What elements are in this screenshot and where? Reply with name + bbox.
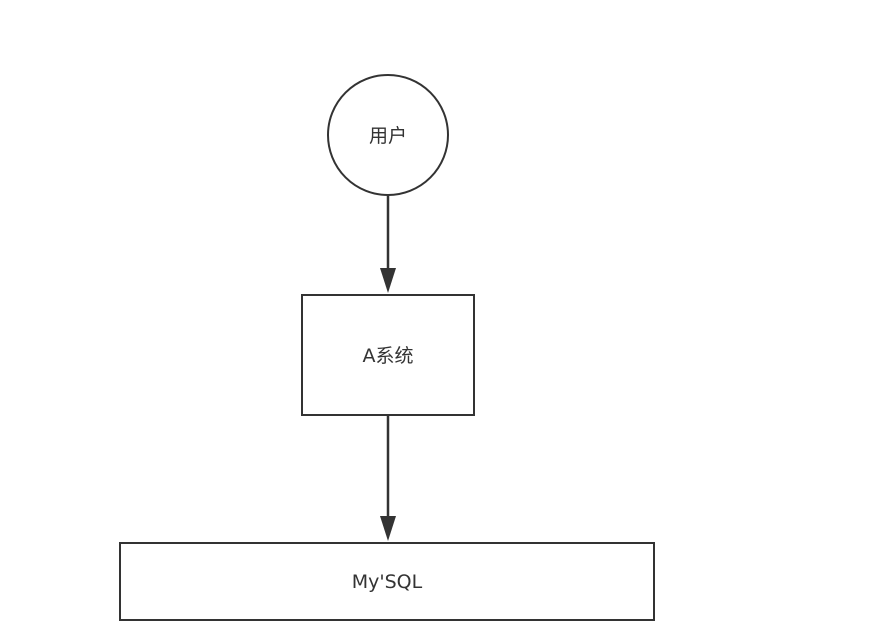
edge-system-a-to-mysql: [380, 416, 396, 541]
user-node: 用户: [327, 74, 449, 196]
edge-user-to-system-a: [380, 196, 396, 293]
mysql-node: My'SQL: [119, 542, 655, 621]
system-a-node-label: A系统: [363, 345, 414, 367]
user-node-label: 用户: [369, 125, 407, 147]
system-a-node: A系统: [301, 294, 475, 416]
system-a-node-shape: [301, 294, 475, 416]
mysql-node-shape: [119, 542, 655, 621]
user-node-shape: [327, 74, 449, 196]
mysql-node-label: My'SQL: [352, 571, 423, 593]
edge-system-a-to-mysql-arrowhead: [380, 516, 396, 541]
edge-user-to-system-a-arrowhead: [380, 268, 396, 293]
